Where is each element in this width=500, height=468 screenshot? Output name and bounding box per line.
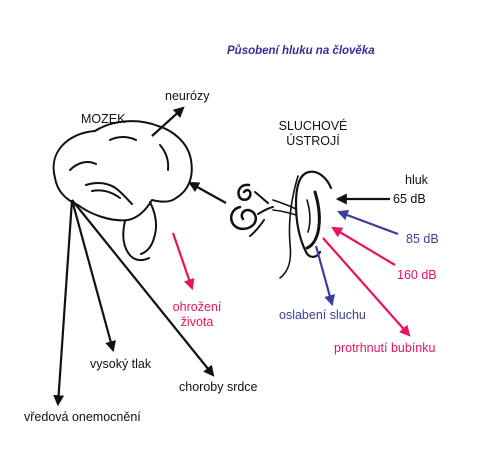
arrow-160db-to-ear xyxy=(331,226,396,266)
arrow-to-ulcer-disease xyxy=(53,199,74,407)
hearing-weakening-label: oslabení sluchu xyxy=(279,308,366,322)
life-threat-line1: ohrožení xyxy=(172,300,222,314)
db85-label: 85 dB xyxy=(406,232,439,246)
ulcer-disease-label: vředová onemocnění xyxy=(24,410,141,424)
db160-label: 160 dB xyxy=(397,268,437,282)
dark-arrows xyxy=(53,106,390,407)
neuroses-label: neurózy xyxy=(165,89,210,103)
ear-illustration xyxy=(230,170,333,279)
pink-arrows xyxy=(171,226,411,337)
arrow-to-life-threat xyxy=(171,232,195,291)
arrow-to-high-pressure xyxy=(70,199,116,353)
arrow-85db-to-ear xyxy=(336,209,399,236)
arrow-to-eardrum-rupture xyxy=(322,237,411,337)
arrow-ear-to-brain xyxy=(188,181,227,204)
life-threat-label: ohrožení života xyxy=(168,300,226,330)
diagram-title: Působení hluku na člověka xyxy=(227,45,375,57)
hearing-organ-line1: SLUCHOVÉ xyxy=(278,119,348,133)
hearing-organ-line2: ÚSTROJÍ xyxy=(286,134,340,148)
arrow-to-hearing-weakening xyxy=(314,245,335,307)
brain-illustration xyxy=(52,120,193,262)
eardrum-rupture-label: protrhnutí bubínku xyxy=(334,341,436,355)
blue-arrows xyxy=(314,209,399,307)
arrow-to-neuroses xyxy=(151,106,185,137)
db65-label: 65 dB xyxy=(393,192,426,206)
heart-disease-label: choroby srdce xyxy=(179,380,258,394)
brain-label: MOZEK xyxy=(81,112,126,126)
high-pressure-label: vysoký tlak xyxy=(90,357,152,371)
hearing-organ-label: SLUCHOVÉ ÚSTROJÍ xyxy=(270,119,356,149)
arrow-to-heart-disease xyxy=(71,199,215,377)
life-threat-line2: života xyxy=(180,315,214,329)
noise-label: hluk xyxy=(405,173,428,187)
